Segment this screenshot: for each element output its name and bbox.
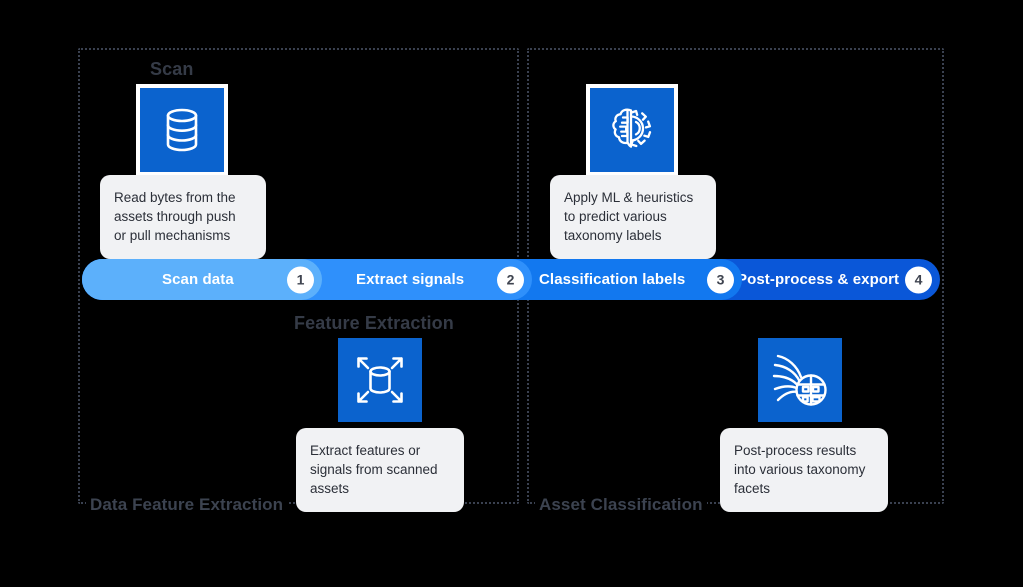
- pipeline-steps-bar: Post-process & export 4 Classification l…: [82, 259, 940, 300]
- caption-ml-heuristics: Apply ML & heuristics to predict various…: [550, 175, 716, 259]
- stage-title-scan: Scan: [150, 59, 194, 79]
- step-4-label: Post-process & export: [737, 271, 900, 288]
- step-3-label: Classification labels: [539, 271, 686, 288]
- group-label-asset-classification: Asset Classification: [535, 495, 707, 515]
- step-2-badge: 2: [497, 266, 524, 293]
- group-label-data-feature-extraction: Data Feature Extraction: [86, 495, 288, 515]
- brain-gear-icon: [586, 84, 678, 176]
- step-1-label: Scan data: [162, 271, 234, 288]
- network-globe-icon: [758, 338, 842, 422]
- step-2-label: Extract signals: [356, 271, 465, 288]
- cylinder-expand-icon: [338, 338, 422, 422]
- caption-feature-extraction: Extract features or signals from scanned…: [296, 428, 464, 512]
- step-3-badge: 3: [707, 266, 734, 293]
- step-4-badge: 4: [905, 266, 932, 293]
- stage-title-feature-extraction: Feature Extraction: [294, 313, 454, 333]
- step-1-badge: 1: [287, 266, 314, 293]
- caption-post-process: Post-process results into various taxono…: [720, 428, 888, 512]
- caption-scan: Read bytes from the assets through push …: [100, 175, 266, 259]
- database-icon: [136, 84, 228, 176]
- step-1-scan-data[interactable]: Scan data 1: [82, 259, 322, 300]
